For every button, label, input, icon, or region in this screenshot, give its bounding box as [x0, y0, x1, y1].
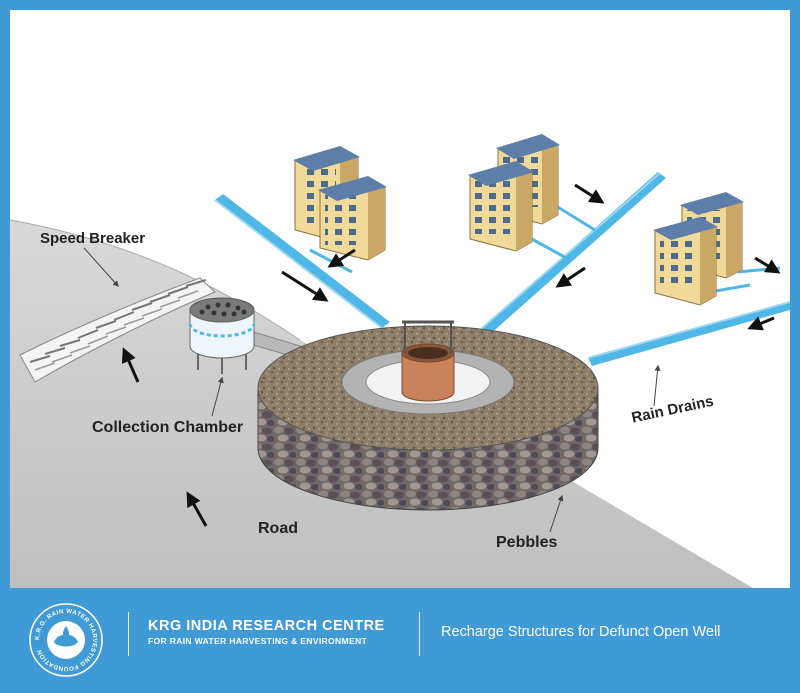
road-edge: [10, 219, 301, 341]
footer-divider-left: [128, 612, 129, 656]
foundation-logo: K.R.G. RAIN WATER HARVESTING FOUNDATION: [29, 603, 103, 677]
open-well: [401, 320, 455, 402]
org-name: KRG INDIA RESEARCH CENTRE: [148, 618, 385, 634]
image-caption: Recharge Structures for Defunct Open Wel…: [441, 624, 721, 640]
footer-bar: [0, 588, 800, 693]
rain-drains: [214, 172, 790, 366]
footer-divider-right: [419, 612, 420, 656]
diagram-canvas: Speed Breaker Collection Chamber Road Pe…: [10, 10, 790, 588]
collection-chamber: [188, 297, 256, 374]
building-center: [468, 134, 560, 252]
diagram-illustration: [10, 134, 790, 588]
pebbles-label: Pebbles: [496, 534, 558, 551]
speed-breaker: [19, 277, 216, 383]
leader-lines: [83, 247, 661, 533]
building-right: [653, 192, 744, 306]
flow-arrows: [121, 183, 781, 527]
org-subtitle: FOR RAIN WATER HARVESTING & ENVIRONMENT: [148, 636, 368, 646]
collection-chamber-label: Collection Chamber: [92, 419, 244, 436]
road-label: Road: [258, 520, 298, 537]
speed-breaker-label: Speed Breaker: [40, 230, 146, 247]
building-left: [293, 146, 387, 261]
